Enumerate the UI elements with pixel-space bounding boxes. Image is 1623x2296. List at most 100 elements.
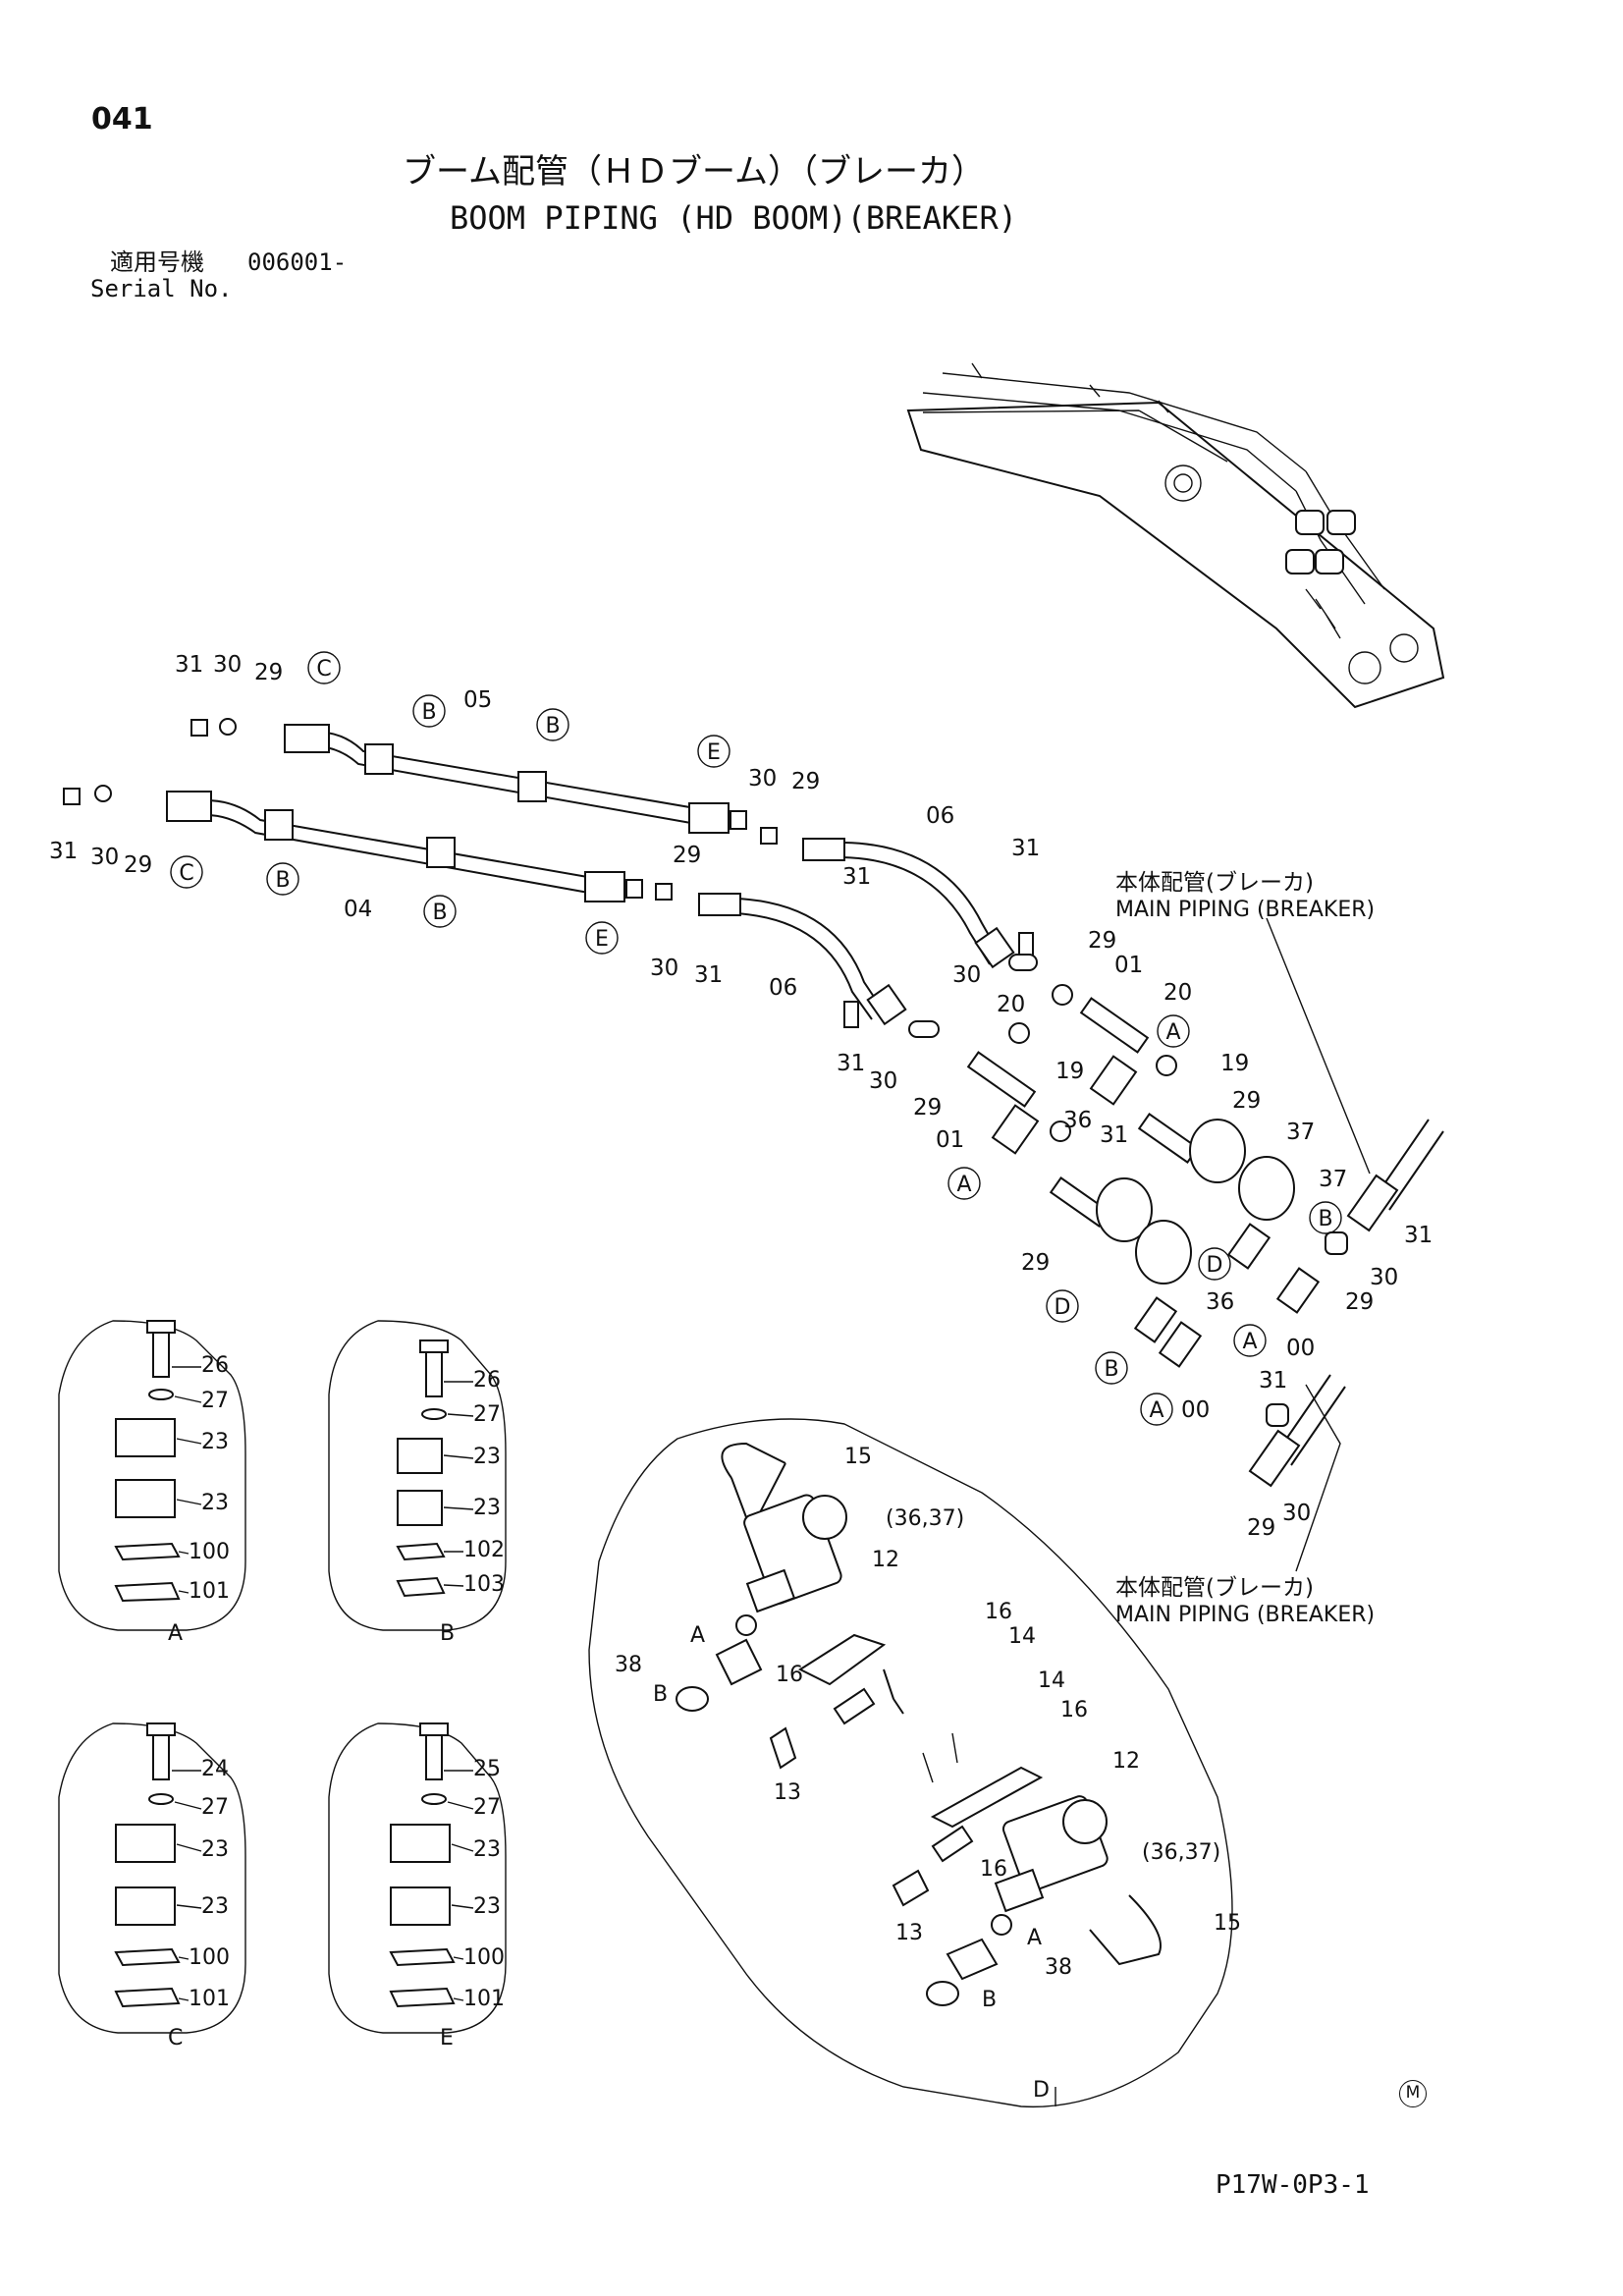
detail-E-label-23b: 23 <box>473 1894 501 1919</box>
label-31d: 31 <box>1011 836 1040 861</box>
label-36a: 36 <box>1063 1108 1092 1133</box>
label-37a: 37 <box>1286 1120 1315 1145</box>
callout-b-3: B <box>266 862 299 896</box>
main-part-labels: 31 30 29 05 31 30 29 04 30 29 06 31 29 3… <box>49 652 1433 1541</box>
callout-b-2: B <box>536 708 569 741</box>
label-19a: 19 <box>1220 1051 1249 1076</box>
callout-c-lower-letter: C <box>179 861 193 886</box>
callout-a-3: A <box>1233 1324 1267 1357</box>
detail-E-caption: E <box>440 2026 454 2050</box>
detail-C-labels: 24 27 23 23 100 101 C <box>168 1757 230 2050</box>
label-29h: 29 <box>1345 1289 1374 1315</box>
callout-d-2: D <box>1046 1289 1079 1323</box>
detail-C-label-101: 101 <box>189 1987 230 2011</box>
callout-e-upper-letter: E <box>707 740 721 765</box>
footer-code: P17W-0P3-1 <box>1216 2170 1370 2200</box>
label-31f: 31 <box>837 1051 865 1076</box>
detail-D-label-16a: 16 <box>985 1600 1012 1624</box>
detail-D-label-13b: 13 <box>895 1921 923 1945</box>
callout-e-upper: E <box>697 735 730 768</box>
detail-A-label-23b: 23 <box>201 1491 229 1515</box>
detail-D-label-B1: B <box>653 1682 668 1707</box>
detail-A-label-23a: 23 <box>201 1430 229 1454</box>
detail-D-label-3637a: (36,37) <box>886 1506 964 1531</box>
detail-B-caption: B <box>440 1621 455 1646</box>
detail-E-label-101: 101 <box>463 1987 505 2011</box>
label-19b: 19 <box>1055 1059 1084 1084</box>
callout-b-1-letter: B <box>421 700 436 725</box>
callout-b-5-letter: B <box>1318 1207 1332 1231</box>
label-29c: 29 <box>791 769 820 794</box>
label-05: 05 <box>463 687 492 713</box>
detail-D-label-38a: 38 <box>615 1653 642 1677</box>
serial-value: 006001- <box>247 248 348 276</box>
label-01b: 01 <box>936 1127 964 1153</box>
detail-D-label-16c: 16 <box>1060 1698 1088 1722</box>
callout-b-6-letter: B <box>1104 1357 1118 1382</box>
callout-b-3-letter: B <box>275 868 290 893</box>
callout-a-4-letter: A <box>1149 1398 1163 1423</box>
serial-label-japanese: 適用号機 <box>110 248 204 276</box>
detail-C-label-24: 24 <box>201 1757 229 1781</box>
label-04: 04 <box>344 897 372 922</box>
detail-circles <box>58 1320 1233 2108</box>
boom-overview-drawing <box>906 362 1445 709</box>
label-29e: 29 <box>1088 928 1116 954</box>
m-mark-circle: M <box>1399 2080 1427 2107</box>
detail-B-labels: 26 27 23 23 102 103 B <box>440 1368 505 1646</box>
callout-a-1: A <box>1157 1014 1190 1048</box>
label-01a: 01 <box>1114 953 1143 978</box>
label-31c: 31 <box>842 864 871 890</box>
detail-D-labels: 15 (36,37) 12 16 14 A 38 B 16 13 14 16 1… <box>615 1445 1241 2103</box>
detail-D-label-3637b: (36,37) <box>1142 1840 1220 1865</box>
detail-C-caption: C <box>168 2026 183 2050</box>
label-30d: 30 <box>650 956 678 981</box>
callout-b-4: B <box>423 895 457 928</box>
detail-D-label-16b: 16 <box>776 1663 803 1687</box>
callout-b-1: B <box>412 694 446 728</box>
main-piping-label-en-upper: MAIN PIPING (BREAKER) <box>1115 898 1376 922</box>
detail-B-label-26: 26 <box>473 1368 501 1393</box>
callout-d-1-letter: D <box>1207 1253 1223 1278</box>
callout-a-4: A <box>1140 1393 1173 1426</box>
detail-D-label-A1: A <box>690 1623 705 1648</box>
detail-part-drawings <box>114 1320 1162 2008</box>
label-36b: 36 <box>1206 1289 1234 1315</box>
detail-A-label-100: 100 <box>189 1540 230 1564</box>
detail-D-label-15a: 15 <box>844 1445 872 1469</box>
label-30e: 30 <box>952 962 981 988</box>
callout-c-upper: C <box>307 651 341 684</box>
label-31e: 31 <box>694 962 723 988</box>
callout-a-1-letter: A <box>1165 1020 1180 1045</box>
callout-c-lower: C <box>170 855 203 889</box>
pipe-05 <box>284 724 747 834</box>
detail-E-labels: 25 27 23 23 100 101 E <box>440 1757 505 2050</box>
detail-D-label-13a: 13 <box>774 1780 801 1805</box>
callout-c-upper-letter: C <box>316 657 331 682</box>
label-37b: 37 <box>1319 1167 1347 1192</box>
callout-a-2-letter: A <box>956 1173 971 1197</box>
callout-e-lower-letter: E <box>595 927 609 952</box>
detail-D-label-15b: 15 <box>1214 1911 1241 1936</box>
detail-C-label-23a: 23 <box>201 1837 229 1862</box>
label-29f: 29 <box>913 1095 942 1121</box>
label-30a: 30 <box>213 652 242 678</box>
fittings <box>63 718 1038 1038</box>
label-29i: 29 <box>1021 1250 1050 1276</box>
label-30f: 30 <box>869 1068 897 1094</box>
label-00b: 00 <box>1181 1397 1210 1423</box>
callout-d-2-letter: D <box>1055 1295 1071 1320</box>
detail-B-label-23a: 23 <box>473 1445 501 1469</box>
detail-A-label-26: 26 <box>201 1353 229 1378</box>
main-piping-label-jp-lower: 本体配管(ブレーカ) <box>1115 1575 1314 1601</box>
detail-B-label-23b: 23 <box>473 1496 501 1520</box>
callout-d-1: D <box>1198 1247 1231 1281</box>
detail-D-caption: D <box>1033 2078 1050 2103</box>
label-30h: 30 <box>1282 1501 1311 1526</box>
hose-06 <box>698 838 1015 1026</box>
detail-D-label-14b: 14 <box>1038 1668 1065 1693</box>
main-piping-label-en-lower: MAIN PIPING (BREAKER) <box>1115 1603 1376 1627</box>
detail-D-label-38b: 38 <box>1045 1955 1072 1980</box>
detail-D-label-16d: 16 <box>980 1857 1007 1882</box>
